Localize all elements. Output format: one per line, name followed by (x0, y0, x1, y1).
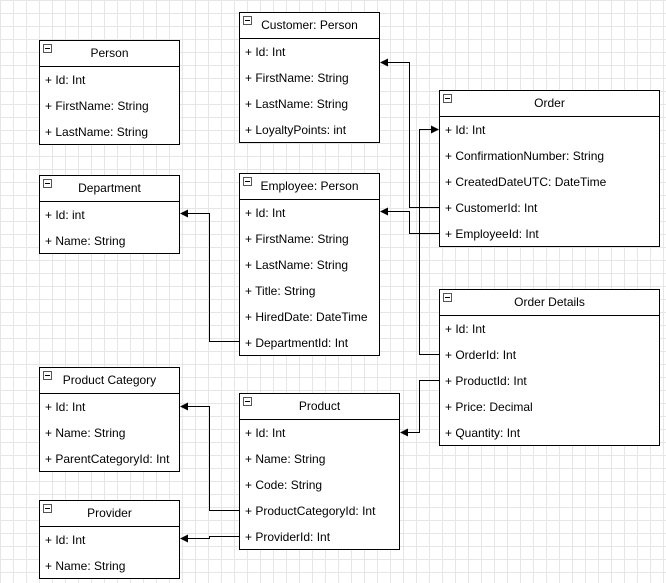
field-row: Id: Int (240, 200, 379, 226)
entity-header: Product (240, 394, 399, 420)
entity-title: Customer: Person (261, 18, 358, 32)
field-row: Price: Decimal (440, 394, 659, 420)
entity-customer[interactable]: Customer: Person Id: Int FirstName: Stri… (239, 12, 380, 143)
field-row: LoyaltyPoints: int (240, 117, 379, 143)
collapse-icon[interactable] (243, 177, 252, 186)
entity-provider[interactable]: Provider Id: Int Name: String (39, 500, 180, 579)
entity-header: Department (40, 176, 179, 202)
field-row: LastName: String (40, 119, 179, 145)
field-row: Id: Int (40, 527, 179, 553)
field-row: Name: String (40, 228, 179, 254)
entity-title: Order Details (514, 295, 585, 309)
field-row: LastName: String (240, 91, 379, 117)
field-row: OrderId: Int (440, 342, 659, 368)
entity-header: Customer: Person (240, 13, 379, 39)
entity-title: Person (90, 46, 129, 60)
entity-header: Person (40, 41, 179, 67)
field-row: Title: String (240, 278, 379, 304)
connector-productcategoryid (180, 402, 239, 511)
entity-title: Product (298, 399, 341, 413)
connector-orderid (419, 125, 439, 355)
field-row: ConfirmationNumber: String (440, 143, 659, 169)
field-row: ProductId: Int (440, 368, 659, 394)
entity-title: Department (78, 181, 141, 195)
field-row: Id: Int (40, 394, 179, 420)
field-row: LastName: String (240, 252, 379, 278)
field-row: ProductCategoryId: Int (240, 498, 399, 524)
collapse-icon[interactable] (43, 179, 52, 188)
field-row: Id: Int (440, 316, 659, 342)
entity-header: Order (440, 91, 659, 117)
field-row: FirstName: String (40, 93, 179, 119)
entity-department[interactable]: Department Id: int Name: String (39, 175, 180, 254)
field-row: HiredDate: DateTime (240, 304, 379, 330)
collapse-icon[interactable] (43, 44, 52, 53)
field-row: FirstName: String (240, 65, 379, 91)
collapse-icon[interactable] (443, 94, 452, 103)
field-row: Quantity: Int (440, 420, 659, 446)
connector-customerid (380, 58, 439, 208)
entity-product-category[interactable]: Product Category Id: Int Name: String Pa… (39, 367, 180, 472)
field-row: Id: Int (240, 420, 399, 446)
field-row: Name: String (40, 553, 179, 579)
field-row: EmployeeId: Int (440, 221, 659, 247)
field-row: Name: String (240, 446, 399, 472)
field-row: ParentCategoryId: Int (40, 446, 179, 472)
connector-departmentid (180, 209, 239, 342)
collapse-icon[interactable] (443, 293, 452, 302)
field-row: Name: String (40, 420, 179, 446)
field-row: Id: Int (240, 39, 379, 65)
entity-order[interactable]: Order Id: Int ConfirmationNumber: String… (439, 90, 660, 247)
entity-product[interactable]: Product Id: Int Name: String Code: Strin… (239, 393, 400, 550)
field-row: FirstName: String (240, 226, 379, 252)
collapse-icon[interactable] (43, 371, 52, 380)
entity-header: Product Category (40, 368, 179, 394)
field-row: Id: Int (40, 67, 179, 93)
entity-order-details[interactable]: Order Details Id: Int OrderId: Int Produ… (439, 289, 660, 446)
entity-header: Provider (40, 501, 179, 527)
entity-header: Order Details (440, 290, 659, 316)
connector-employeeid (380, 207, 439, 234)
field-row: Id: int (40, 202, 179, 228)
collapse-icon[interactable] (43, 504, 52, 513)
entity-header: Employee: Person (240, 174, 379, 200)
connector-providerid (180, 534, 239, 543)
entity-title: Employee: Person (260, 179, 359, 193)
field-row: Code: String (240, 472, 399, 498)
entity-title: Order (534, 96, 565, 110)
collapse-icon[interactable] (243, 16, 252, 25)
entity-person[interactable]: Person Id: Int FirstName: String LastNam… (39, 40, 180, 145)
field-row: ProviderId: Int (240, 524, 399, 550)
entity-employee[interactable]: Employee: Person Id: Int FirstName: Stri… (239, 173, 380, 356)
connector-productid (400, 380, 439, 437)
field-row: Id: Int (440, 117, 659, 143)
entity-title: Product Category (62, 373, 157, 387)
field-row: DepartmentId: Int (240, 330, 379, 356)
collapse-icon[interactable] (243, 397, 252, 406)
field-row: CreatedDateUTC: DateTime (440, 169, 659, 195)
entity-title: Provider (87, 506, 132, 520)
field-row: CustomerId: Int (440, 195, 659, 221)
